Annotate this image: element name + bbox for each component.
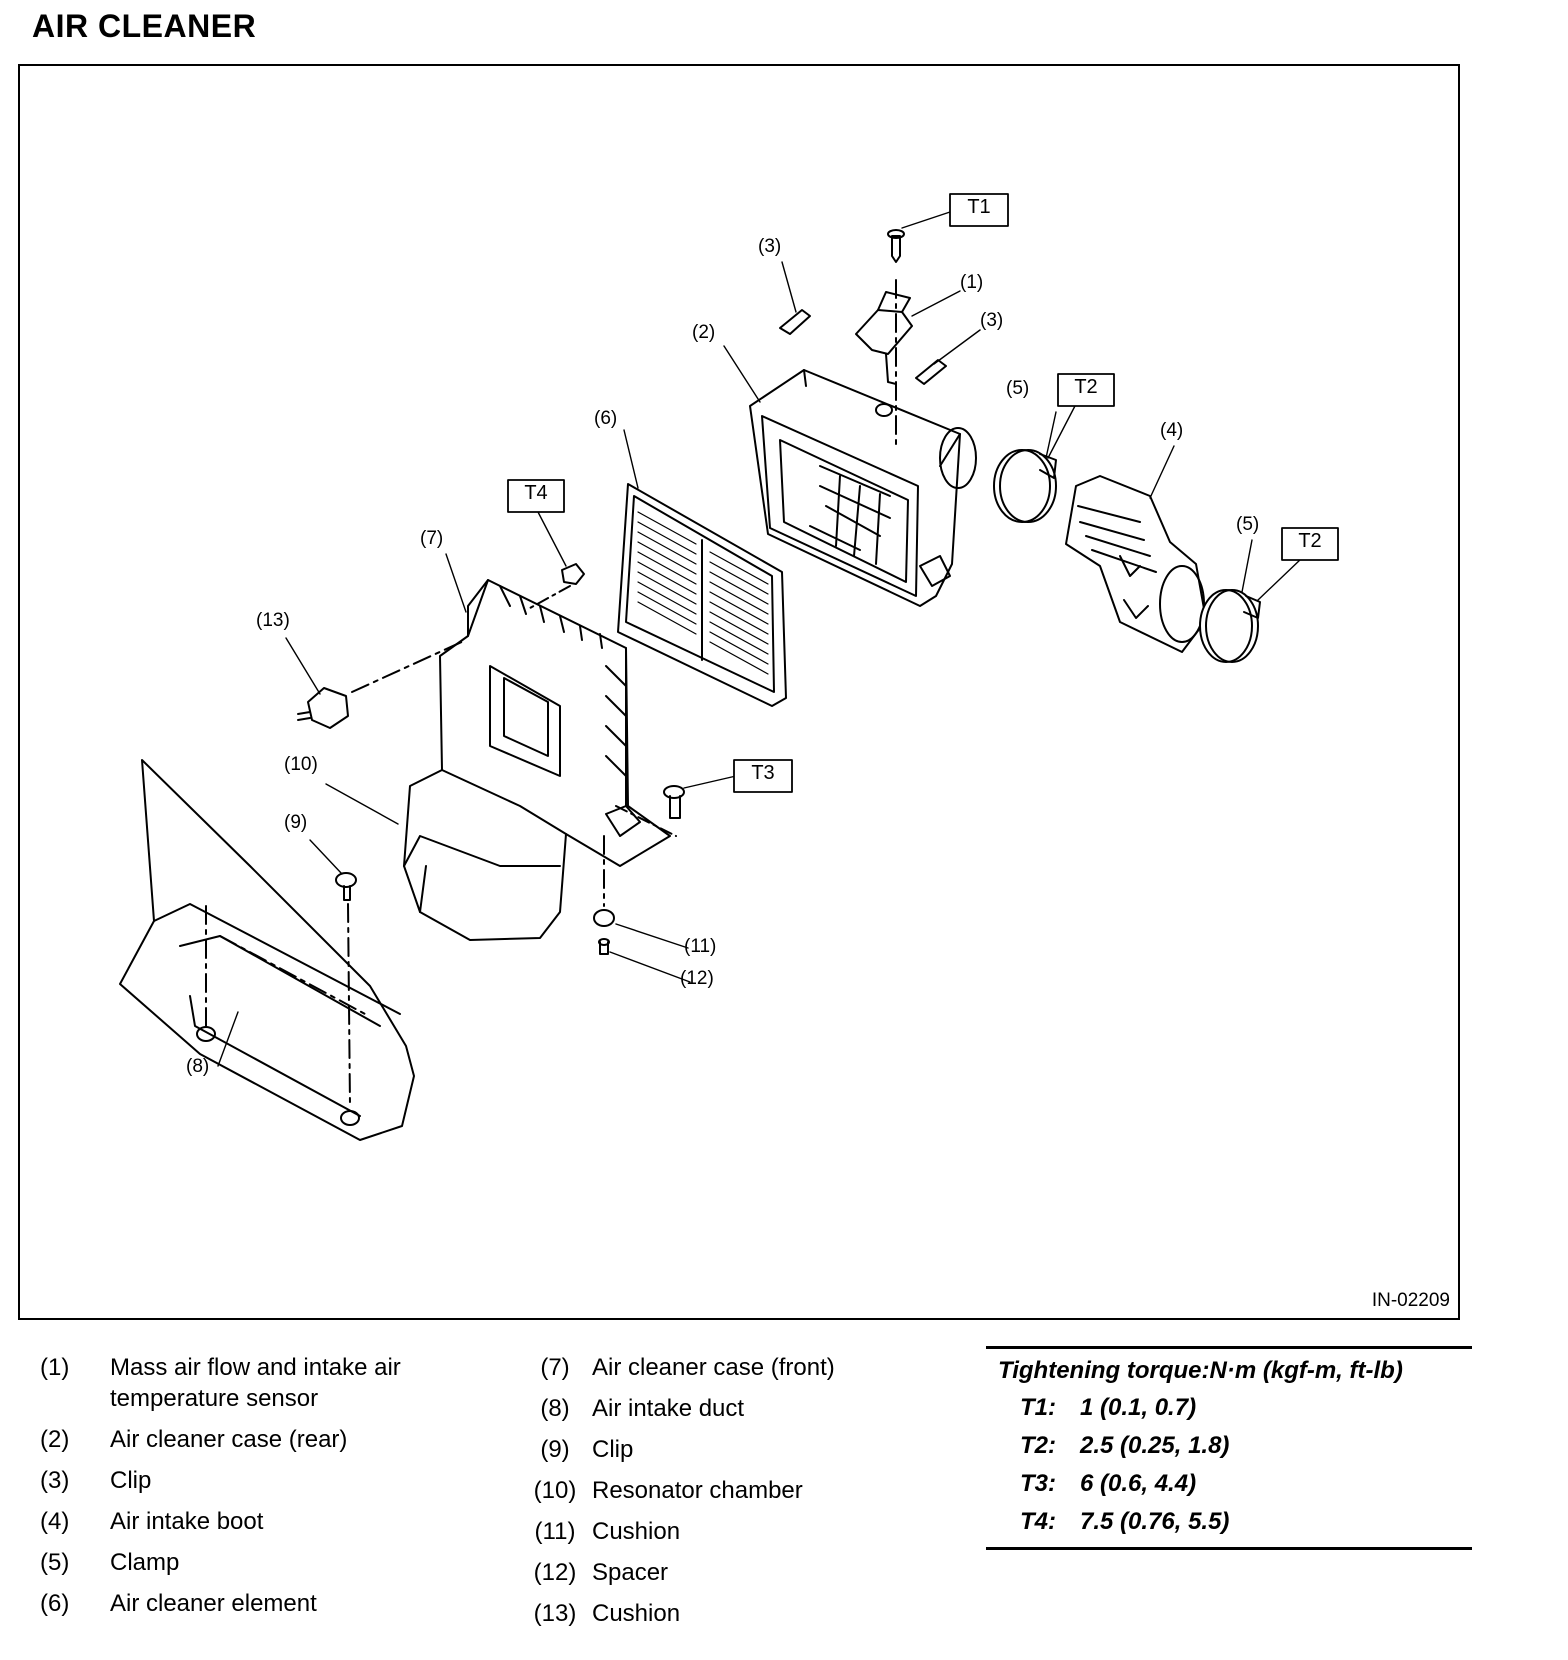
torque-value: 2.5 (0.25, 1.8) bbox=[1080, 1432, 1230, 1459]
legend-text: Resonator chamber bbox=[592, 1477, 803, 1504]
diagram-drawing bbox=[119, 193, 1339, 1141]
torque-key: T3: bbox=[1020, 1470, 1056, 1497]
legend-text: Clamp bbox=[110, 1549, 180, 1576]
air-intake-duct-part bbox=[119, 759, 415, 1141]
clip-part-9 bbox=[335, 872, 357, 1107]
exploded-diagram: T1 T2 T2 T3 T4 (1) (2) (3) (3) (4) (5) (… bbox=[18, 64, 1460, 1320]
legend-item: (1) Mass air flow and intake air tempera… bbox=[40, 1352, 480, 1414]
callout-11: (11) bbox=[684, 936, 717, 957]
legend-item: (5) Clamp bbox=[40, 1547, 480, 1578]
legend-text: Clip bbox=[592, 1436, 634, 1463]
torque-tag-t3: T3 bbox=[751, 762, 775, 784]
air-cleaner-case-rear-part bbox=[749, 369, 977, 607]
torque-value: 1 (0.1, 0.7) bbox=[1080, 1394, 1197, 1421]
legend-number: (5) bbox=[40, 1549, 70, 1576]
legend-text: Air cleaner case (rear) bbox=[110, 1426, 348, 1453]
legend-item: (4) Air intake boot bbox=[40, 1506, 480, 1537]
legend-number: (6) bbox=[40, 1590, 70, 1617]
torque-tag-t2-lower: T2 bbox=[1298, 530, 1322, 552]
cushion-part-13 bbox=[297, 639, 467, 729]
legend-number: (8) bbox=[540, 1395, 570, 1422]
callout-1: (1) bbox=[960, 272, 984, 293]
air-cleaner-element-part bbox=[617, 483, 787, 707]
torque-row: T4: 7.5 (0.76, 5.5) bbox=[986, 1503, 1472, 1541]
torque-value: 7.5 (0.76, 5.5) bbox=[1080, 1508, 1230, 1535]
torque-tag-t1: T1 bbox=[967, 196, 991, 218]
callout-12: (12) bbox=[680, 968, 714, 989]
mass-air-flow-sensor-part bbox=[855, 229, 913, 445]
legend-item: (13) Cushion bbox=[518, 1598, 938, 1629]
legend-text: Air intake boot bbox=[110, 1508, 264, 1535]
callout-13: (13) bbox=[256, 610, 290, 631]
legend-text: Mass air flow and intake air temperature… bbox=[110, 1354, 401, 1412]
torque-row: T3: 6 (0.6, 4.4) bbox=[986, 1465, 1472, 1503]
callout-9: (9) bbox=[284, 812, 308, 833]
callout-3-left: (3) bbox=[758, 236, 782, 257]
legend-item: (9) Clip bbox=[518, 1434, 938, 1465]
legend-text: Cushion bbox=[592, 1518, 681, 1545]
page-title: AIR CLEANER bbox=[32, 8, 257, 44]
legend-item: (7) Air cleaner case (front) bbox=[518, 1352, 938, 1383]
legend-number: (7) bbox=[540, 1354, 570, 1381]
legend-item: (12) Spacer bbox=[518, 1557, 938, 1588]
legend-number: (9) bbox=[540, 1436, 570, 1463]
legend-column-2: (7) Air cleaner case (front) (8) Air int… bbox=[518, 1352, 938, 1639]
legend-text: Air cleaner case (front) bbox=[592, 1354, 835, 1381]
torque-row: T1: 1 (0.1, 0.7) bbox=[986, 1389, 1472, 1427]
callout-5-lower: (5) bbox=[1236, 514, 1260, 535]
callout-2: (2) bbox=[692, 322, 716, 343]
air-intake-boot-part bbox=[1065, 475, 1207, 653]
legend-item: (2) Air cleaner case (rear) bbox=[40, 1424, 480, 1455]
torque-table-title: Tightening torque:N·m (kgf-m, ft-lb) bbox=[998, 1357, 1403, 1384]
legend-number: (11) bbox=[534, 1518, 576, 1545]
callout-4: (4) bbox=[1160, 420, 1184, 441]
legend-item: (8) Air intake duct bbox=[518, 1393, 938, 1424]
legend-text: Air cleaner element bbox=[110, 1590, 317, 1617]
legend-item: (3) Clip bbox=[40, 1465, 480, 1496]
legend-number: (2) bbox=[40, 1426, 70, 1453]
callout-6: (6) bbox=[594, 408, 618, 429]
legend-number: (12) bbox=[533, 1559, 577, 1586]
figure-id: IN-02209 bbox=[1371, 1290, 1450, 1311]
torque-table: Tightening torque:N·m (kgf-m, ft-lb) T1:… bbox=[986, 1346, 1472, 1550]
callout-3-right: (3) bbox=[980, 310, 1004, 331]
legend-column-1: (1) Mass air flow and intake air tempera… bbox=[40, 1352, 480, 1629]
torque-key: T4: bbox=[1020, 1508, 1056, 1535]
legend-text: Spacer bbox=[592, 1559, 669, 1586]
torque-key: T2: bbox=[1020, 1432, 1056, 1459]
callout-8: (8) bbox=[186, 1056, 210, 1077]
torque-tag-t4: T4 bbox=[524, 482, 548, 504]
legend-item: (10) Resonator chamber bbox=[518, 1475, 938, 1506]
legend-number: (1) bbox=[40, 1354, 70, 1381]
cushion-spacer-parts bbox=[593, 835, 615, 955]
legend-text: Cushion bbox=[592, 1600, 681, 1627]
torque-value: 6 (0.6, 4.4) bbox=[1080, 1470, 1197, 1497]
clamp-part-upper bbox=[993, 449, 1057, 523]
bolt-part bbox=[615, 785, 685, 837]
clip-parts bbox=[779, 309, 947, 385]
torque-tag-boxes bbox=[507, 193, 1339, 793]
clamp-part-lower bbox=[1199, 589, 1261, 663]
legend-number: (10) bbox=[533, 1477, 577, 1504]
legend-item: (11) Cushion bbox=[518, 1516, 938, 1547]
torque-row: T2: 2.5 (0.25, 1.8) bbox=[986, 1427, 1472, 1465]
leader-lines bbox=[217, 211, 1303, 1067]
callout-5-upper: (5) bbox=[1006, 378, 1030, 399]
callout-7: (7) bbox=[420, 528, 444, 549]
legend-text: Air intake duct bbox=[592, 1395, 745, 1422]
callout-10: (10) bbox=[284, 754, 318, 775]
legend-item: (6) Air cleaner element bbox=[40, 1588, 480, 1619]
torque-key: T1: bbox=[1020, 1394, 1056, 1421]
legend-number: (4) bbox=[40, 1508, 70, 1535]
legend-number: (3) bbox=[40, 1467, 70, 1494]
legend-text: Clip bbox=[110, 1467, 152, 1494]
nut-part bbox=[529, 563, 585, 609]
torque-tag-t2-upper: T2 bbox=[1074, 376, 1098, 398]
legend-number: (13) bbox=[533, 1600, 577, 1627]
